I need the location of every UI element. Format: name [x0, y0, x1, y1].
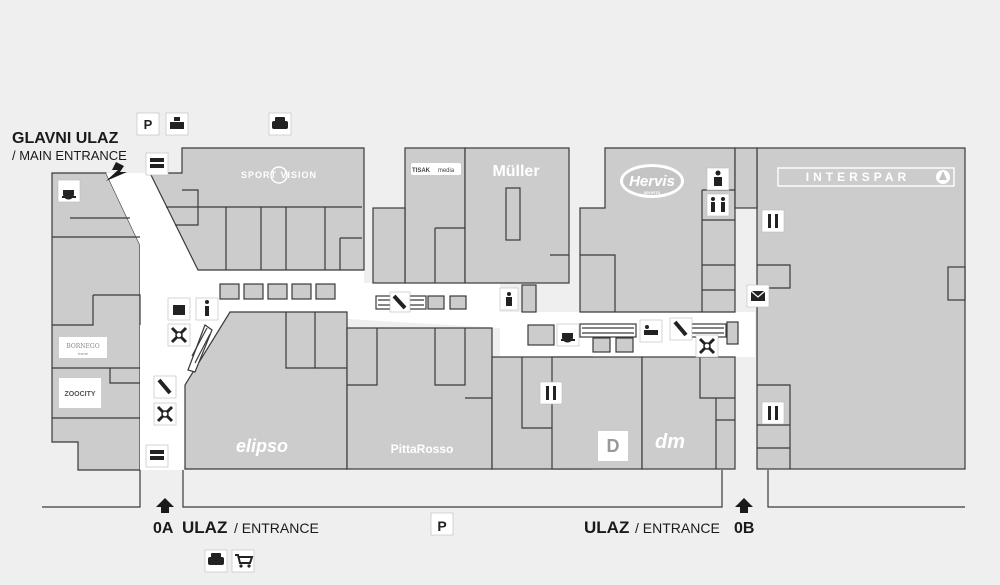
restaurant-icon[interactable] [539, 381, 563, 405]
store-deichmann[interactable] [551, 356, 643, 470]
shopping-cart-icon[interactable] [231, 549, 255, 573]
corridor-kiosks [219, 187, 966, 353]
store-dividers [42, 189, 965, 508]
parking-pay-icon[interactable]: P [136, 112, 160, 136]
parking-icon[interactable]: P [430, 512, 454, 536]
sport-vision-logo-icon [270, 166, 288, 184]
main-corridor [106, 173, 755, 470]
elevator-icon[interactable] [167, 323, 191, 347]
entrance-0b-code: 0B [734, 520, 754, 537]
label-interspar: INTERSPAR [806, 170, 910, 184]
main-entrance-subtitle: / MAIN ENTRANCE [12, 148, 127, 163]
cafe-icon[interactable] [57, 179, 81, 203]
elevator-icon[interactable] [153, 402, 177, 426]
accessible-toilet-icon[interactable] [499, 287, 519, 311]
entrance-0a-title: ULAZ [182, 518, 227, 537]
label-zoocity: ZOOCITY [64, 391, 95, 398]
hervis-logo-inner [623, 167, 681, 195]
label-hervis-sub: SPORTS [644, 190, 661, 195]
entrance-0a-code: 0A [153, 520, 174, 537]
store-unit-1[interactable] [372, 207, 406, 284]
restaurant-icon[interactable] [761, 401, 785, 425]
entrance-0b-subtitle: / ENTRANCE [635, 520, 720, 536]
car-icon[interactable] [268, 112, 292, 136]
key-service-icon[interactable] [153, 375, 177, 399]
label-tisak: TISAK [412, 168, 431, 174]
info-icon[interactable] [195, 297, 219, 321]
elevator-icon[interactable] [695, 334, 719, 358]
toilet-icon[interactable] [706, 193, 730, 217]
accessible-toilet-icon[interactable] [706, 167, 730, 191]
key-service-icon[interactable] [389, 291, 411, 313]
label-bornego: BORNEGO [66, 343, 99, 350]
svg-text:P: P [144, 117, 153, 132]
baby-change-icon[interactable] [639, 319, 663, 343]
mail-icon[interactable] [746, 284, 770, 308]
label-pittarosso: PittaRosso [391, 442, 454, 456]
taxi-icon[interactable] [165, 112, 189, 136]
label-dm: dm [655, 431, 685, 453]
tisak-logo-box [411, 163, 461, 175]
label-bornego-sub: home [78, 351, 89, 356]
bornego-logo-box [59, 337, 107, 358]
store-dm[interactable] [641, 356, 736, 470]
entrance-arrow-icon [156, 498, 174, 513]
atm-icon[interactable] [145, 152, 169, 176]
label-sport-vision: SPORT VISION [241, 170, 317, 180]
entrance-0a-subtitle: / ENTRANCE [234, 520, 319, 536]
service-strip [734, 147, 758, 209]
store-interspar[interactable] [756, 147, 966, 470]
label-deichmann: D [607, 436, 620, 456]
entrance-arrow-icon [106, 162, 127, 181]
deichmann-logo-box [598, 431, 628, 461]
store-elipso[interactable] [184, 311, 348, 470]
interspar-logo-box [777, 167, 955, 187]
main-entrance-title: GLAVNI ULAZ [12, 130, 119, 147]
key-service-icon[interactable] [669, 317, 693, 341]
escalator-icon[interactable] [167, 297, 191, 321]
car-icon[interactable] [204, 549, 228, 573]
store-sport-vision[interactable] [149, 147, 365, 271]
label-muller: Müller [492, 163, 539, 180]
entrance-arrow-icon [735, 498, 753, 513]
restaurant-icon[interactable] [761, 209, 785, 233]
service-icons: P [57, 112, 785, 573]
parking-label: P [437, 518, 446, 534]
label-tisak-sub: media [438, 168, 455, 174]
cafe-icon[interactable] [556, 323, 580, 347]
entrance-0b-title: ULAZ [584, 518, 629, 537]
zoocity-logo-box [59, 378, 101, 408]
label-hervis: Hervis [629, 173, 675, 190]
atm-icon[interactable] [145, 444, 169, 468]
label-elipso: elipso [236, 436, 288, 456]
store-pittarosso[interactable] [346, 327, 493, 470]
